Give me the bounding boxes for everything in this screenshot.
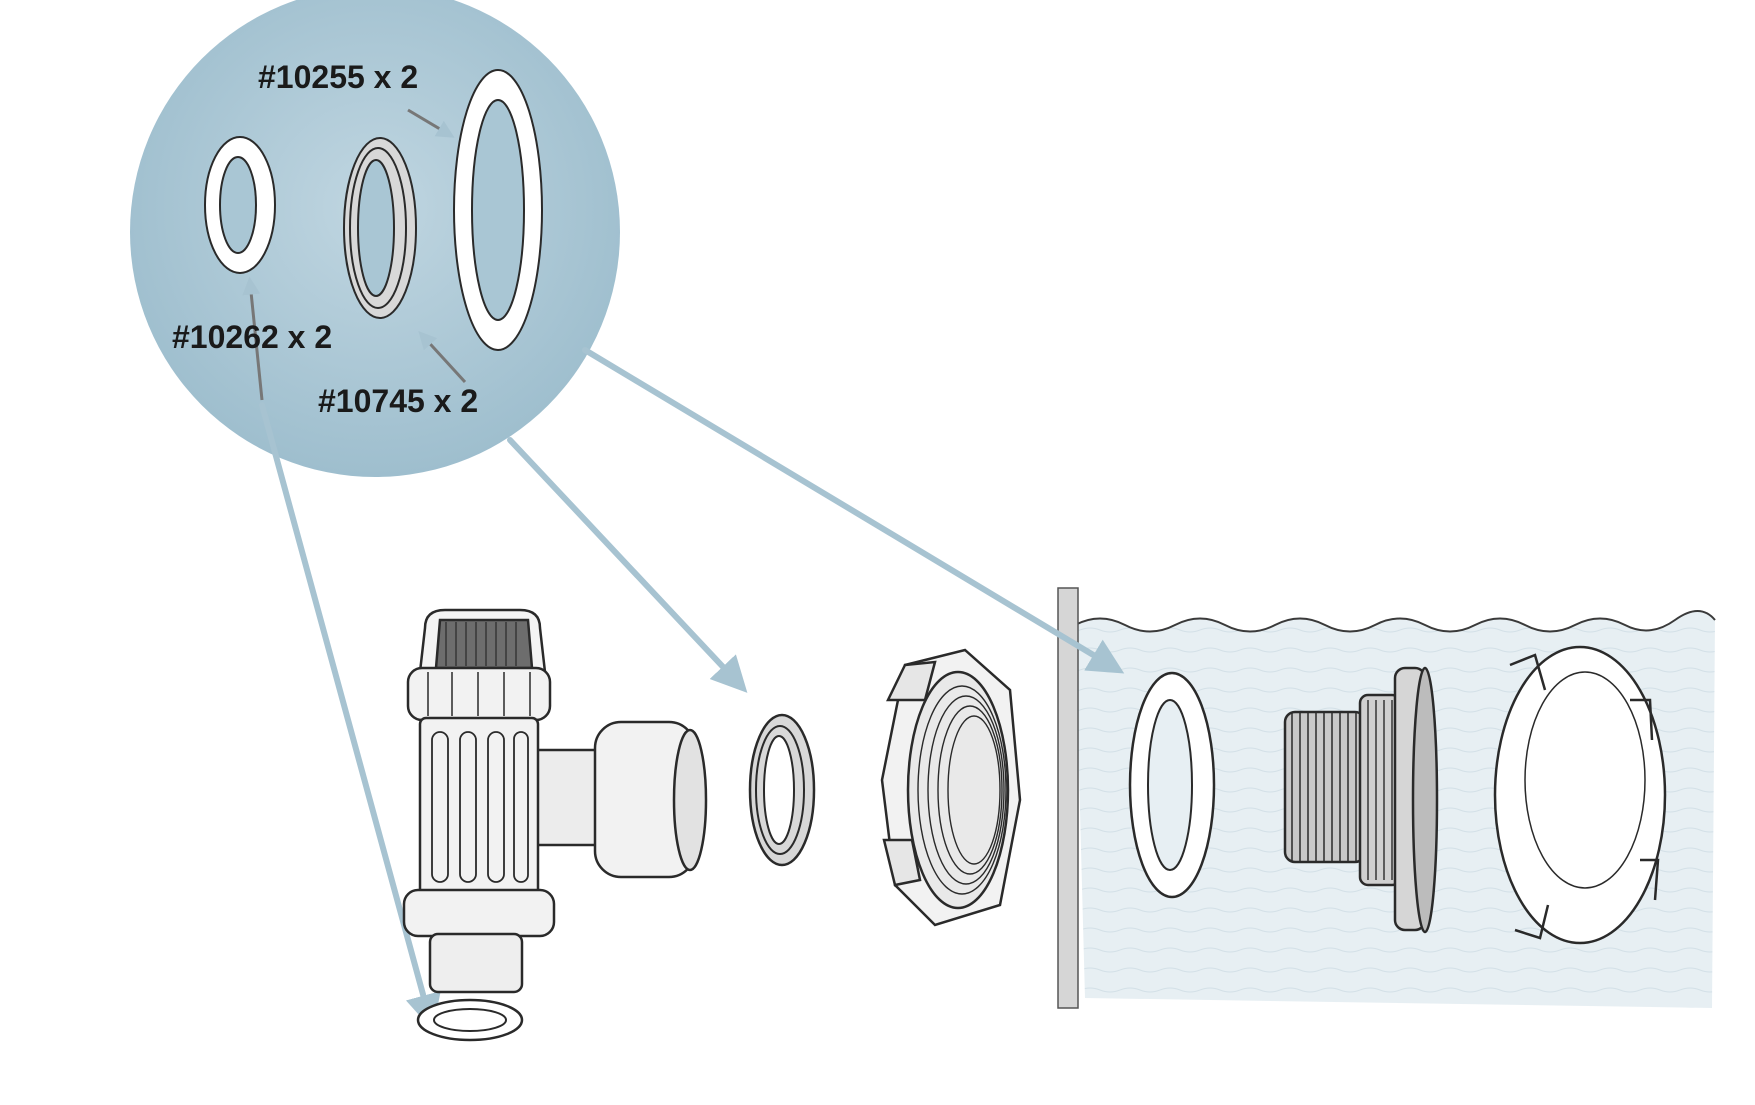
hex-nut-icon: [880, 648, 1022, 927]
plunger-valve-icon: [402, 608, 708, 994]
part-label-10255: #10255 x 2: [258, 59, 418, 95]
threaded-fitting-icon: [1283, 666, 1439, 934]
gasket-ring-icon: [204, 136, 276, 274]
guide-arrows: [259, 347, 1125, 1031]
arrow-to-inside-gasket: [582, 347, 1125, 674]
arrow-to-middle-gasket: [507, 437, 748, 693]
o-ring-icon: [416, 998, 524, 1042]
gasket-ring-icon: [748, 713, 816, 867]
arrow-to-bottom-o-ring: [259, 402, 441, 1031]
part-label-10745: #10745 x 2: [318, 383, 478, 419]
gasket-ring-icon: [343, 137, 417, 319]
gasket-ring-icon: [1128, 671, 1216, 899]
part-label-10262: #10262 x 2: [172, 319, 332, 355]
label-pointers: [242, 108, 467, 401]
inlet-cap-icon: [1493, 645, 1667, 945]
pool-wall-icon: [1057, 587, 1079, 1009]
gasket-ring-icon: [453, 69, 543, 351]
